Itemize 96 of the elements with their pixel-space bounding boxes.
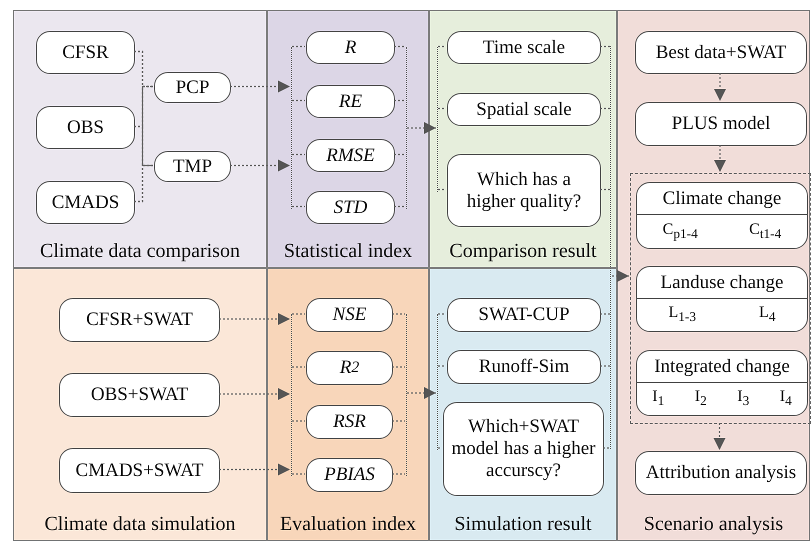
index-box: PBIAS	[306, 458, 393, 492]
scenario-label: C$_{t1-4}$	[749, 220, 782, 242]
bus-line	[610, 46, 612, 449]
process-box: PCP	[154, 72, 231, 103]
dashed-group-frame	[630, 173, 811, 424]
process-box: OBS+SWAT	[59, 373, 220, 417]
bus-line	[437, 314, 439, 450]
connector-line	[392, 420, 405, 422]
panel-heading: Evaluation index	[278, 513, 418, 536]
panel-heading: Climate data comparison	[39, 240, 241, 263]
box-heading: Climate change	[637, 183, 807, 215]
connector-line	[438, 313, 446, 315]
bus-line	[291, 47, 293, 209]
connector-arrow	[219, 313, 290, 325]
process-box: Spatial scale	[447, 93, 601, 126]
process-box: Time scale	[447, 31, 601, 64]
connector-line	[394, 206, 405, 208]
connector-line	[394, 46, 405, 48]
scenario-label: I$_{1}$	[652, 388, 664, 410]
scenario-label: I$_{4}$	[780, 388, 792, 410]
bus-line	[406, 47, 408, 209]
panel-heading: Comparison result	[448, 240, 598, 263]
connector-line	[292, 313, 305, 315]
index-box: RMSE	[306, 139, 395, 172]
scenario-label: L$_{4}$	[759, 304, 776, 326]
connector-line	[134, 126, 153, 166]
process-box: CMADS+SWAT	[59, 448, 220, 493]
connector-line	[292, 154, 305, 156]
connector-line	[438, 447, 442, 449]
panel-heading: Simulation result	[453, 513, 593, 536]
connector-line	[394, 100, 405, 102]
connector-line	[438, 365, 446, 367]
process-box: Which has a higher quality?	[447, 154, 601, 227]
panel-background	[617, 10, 810, 541]
connector-line	[394, 154, 405, 156]
connector-line	[603, 447, 610, 449]
connector-line	[392, 473, 405, 475]
connector-line	[438, 108, 446, 110]
connector-line	[600, 313, 610, 315]
scenario-label: C$_{p1-4}$	[662, 220, 698, 242]
bus-line	[406, 314, 408, 476]
index-box: R	[306, 31, 395, 64]
connector-line	[600, 46, 610, 48]
connector-arrow	[612, 270, 629, 282]
scenario-label: I$_{3}$	[737, 388, 750, 410]
connector-line	[292, 100, 305, 102]
connector-arrow	[219, 388, 290, 400]
index-box: RSR	[306, 405, 393, 439]
process-box: CMADS	[36, 181, 135, 224]
connector-arrow	[714, 145, 726, 172]
connector-arrow	[230, 80, 290, 92]
connector-line	[134, 164, 153, 202]
process-box: Best data+SWAT	[635, 31, 807, 74]
scenario-box	[636, 266, 808, 332]
connector-line	[438, 188, 446, 190]
panel-heading: Scenario analysis	[642, 513, 784, 536]
process-box: CFSR+SWAT	[59, 298, 220, 342]
connector-arrow	[407, 387, 436, 399]
panel-heading: Climate data simulation	[43, 513, 237, 536]
connector-line	[392, 366, 405, 368]
connector-arrow	[714, 423, 726, 450]
scenario-label: I$_{2}$	[694, 388, 707, 410]
process-box: Attribution analysis	[635, 451, 807, 495]
panel-heading: Statistical index	[282, 240, 414, 263]
connector-arrow	[230, 160, 290, 172]
scenario-label: L$_{1-3}$	[668, 304, 696, 326]
scenario-box	[636, 182, 808, 249]
connector-line	[600, 188, 610, 190]
connector-line	[292, 46, 305, 48]
connector-line	[600, 365, 610, 367]
index-box: STD	[306, 191, 395, 224]
index-box: NSE	[306, 298, 393, 332]
process-box: SWAT-CUP	[447, 298, 601, 332]
connector-arrow	[219, 464, 290, 476]
process-box: Runoff-Sim	[447, 350, 601, 384]
connector-line	[600, 108, 610, 110]
scenario-box	[636, 350, 808, 416]
connector-line	[292, 473, 305, 475]
box-heading: Landuse change	[637, 267, 807, 299]
connector-line	[438, 46, 446, 48]
box-heading: Integrated change	[637, 351, 807, 383]
process-box: PLUS model	[635, 102, 807, 146]
bus-line	[291, 314, 293, 476]
connector-line	[392, 313, 405, 315]
bus-line	[437, 47, 439, 192]
connector-line	[292, 366, 305, 368]
connector-arrow	[407, 122, 436, 134]
process-box: TMP	[154, 151, 231, 182]
process-box: CFSR	[36, 31, 135, 74]
process-box: Which+SWAT model has a higher accurscy?	[443, 402, 604, 496]
connector-line	[134, 50, 153, 166]
connector-arrow	[714, 73, 726, 101]
connector-line	[292, 420, 305, 422]
process-box: OBS	[36, 106, 135, 149]
index-box: RE	[306, 85, 395, 118]
connector-line	[292, 206, 305, 208]
